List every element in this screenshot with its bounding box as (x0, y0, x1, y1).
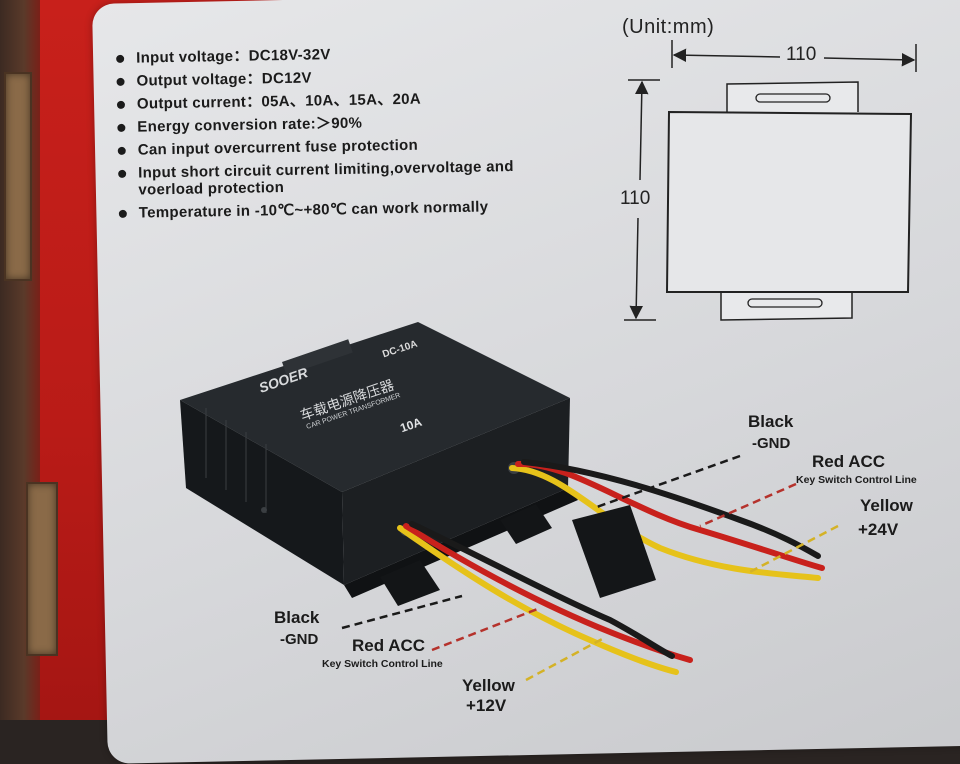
label-red-sub-right: Key Switch Control Line (796, 474, 917, 486)
cardboard-tab-upper (4, 72, 32, 281)
wire-yellow-left (397, 525, 679, 675)
dimension-drawing (624, 40, 917, 321)
label-yellow-left: Yellow (462, 676, 515, 695)
device-left-face (180, 400, 344, 585)
label-red-sub-left: Key Switch Control Line (322, 658, 443, 670)
label-yellow-right: Yellow (860, 496, 913, 515)
wire-red-right (515, 460, 825, 571)
mounting-slot-top (755, 93, 831, 103)
brand-plate (282, 339, 353, 376)
width-arrow-right (823, 52, 916, 67)
leader-yellow-left (525, 636, 605, 682)
label-black-left: Black (274, 608, 320, 627)
device-top-face (180, 322, 570, 492)
module-outline (665, 110, 913, 293)
leader-red-left (431, 606, 541, 652)
device-front-face (342, 398, 570, 585)
product-illustration (180, 40, 917, 682)
cardboard-tab-lower (26, 482, 58, 656)
width-arrow-left (672, 48, 781, 62)
width-dimension-label: 110 (786, 44, 817, 65)
mounting-ear-bottom (720, 290, 853, 321)
height-dimension-label: 110 (620, 188, 651, 209)
label-yellow-voltage-right: +24V (858, 520, 899, 539)
mounting-ear-top (726, 81, 859, 112)
wire-black-right (521, 459, 821, 559)
label-red-right: Red ACC (812, 452, 886, 471)
height-arrow-bottom (629, 217, 643, 320)
screw-hole (261, 507, 267, 513)
output-wires-left (397, 521, 693, 675)
label-red-left: Red ACC (352, 636, 426, 655)
device-foot-left (380, 560, 440, 606)
label-black-gnd-right: -GND (752, 435, 791, 452)
leader-yellow-right (745, 524, 839, 576)
converter-device (180, 322, 578, 606)
height-arrow-top (635, 80, 649, 181)
label-black-right: Black (748, 412, 794, 431)
wire-black-left (409, 521, 675, 659)
leader-red-right (699, 482, 797, 528)
mounting-slot-bottom (747, 298, 823, 308)
label-yellow-voltage-left: +12V (466, 696, 507, 715)
label-black-gnd-left: -GND (280, 631, 319, 648)
fuse-holder (572, 505, 656, 598)
device-foot-right (500, 504, 552, 544)
leader-black-left (341, 594, 463, 630)
wire-yellow-right (509, 465, 821, 581)
unit-label: (Unit:mm) (622, 16, 715, 38)
device-fins (205, 408, 267, 513)
output-wires-right (509, 459, 825, 581)
